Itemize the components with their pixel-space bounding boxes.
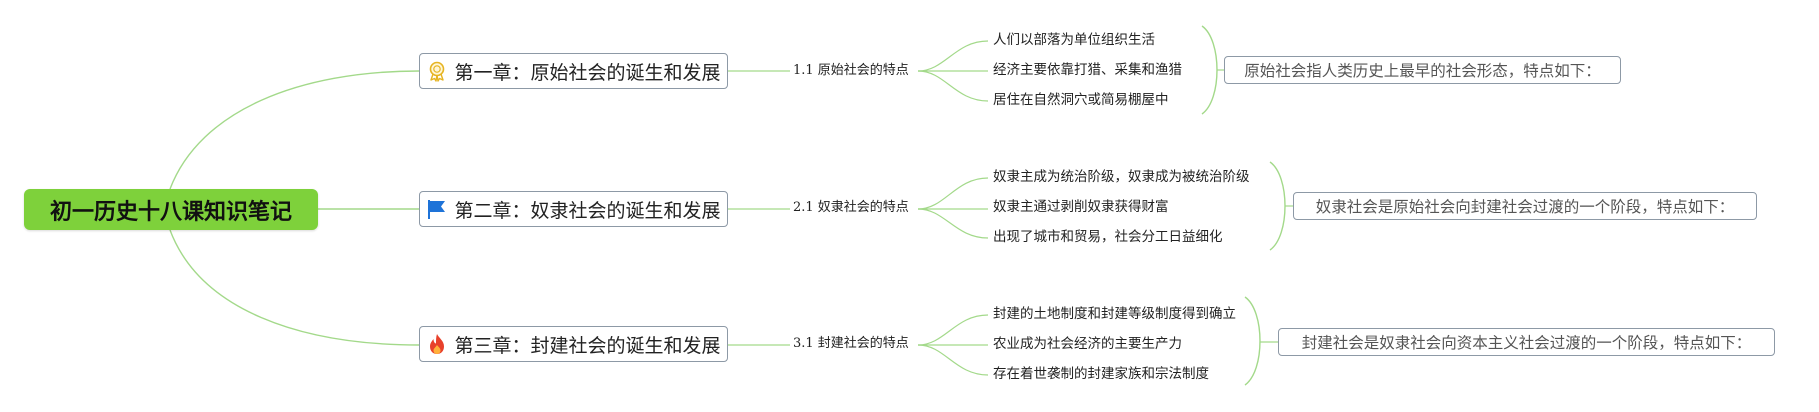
chapter-3-topic[interactable]: 第三章：封建社会的诞生和发展 [419, 326, 728, 362]
link-section-2-point-1 [917, 177, 989, 210]
link-section-1-point-3 [917, 70, 989, 102]
section-3-1[interactable]: 3.1 封建社会的特点 [793, 336, 909, 351]
summary-1-text: 原始社会指人类历史上最早的社会形态，特点如下： [1244, 62, 1601, 80]
section-1-1[interactable]: 1.1 原始社会的特点 [793, 63, 909, 78]
chapter-1-topic[interactable]: 第一章：原始社会的诞生和发展 [419, 53, 728, 89]
root-topic[interactable]: 初一历史十八课知识笔记 [24, 189, 318, 230]
chapter-2-topic[interactable]: 第二章：奴隶社会的诞生和发展 [419, 191, 728, 227]
summary-2[interactable]: 奴隶社会是原始社会向封建社会过渡的一个阶段，特点如下： [1293, 192, 1757, 220]
point-2-3[interactable]: 出现了城市和贸易，社会分工日益细化 [993, 229, 1223, 245]
summary-2-text: 奴隶社会是原始社会向封建社会过渡的一个阶段，特点如下： [1315, 198, 1735, 216]
point-1-2[interactable]: 经济主要依靠打猎、采集和渔猎 [993, 62, 1182, 78]
link-section-2-point-3 [917, 208, 989, 239]
point-1-3[interactable]: 居住在自然洞穴或简易棚屋中 [993, 92, 1169, 108]
chapter-1-label: 第一章：原始社会的诞生和发展 [454, 61, 721, 84]
medal-icon [426, 60, 448, 82]
link-root-chapter-3 [169, 229, 420, 346]
flag-icon [426, 198, 448, 220]
link-section-3-point-1 [917, 314, 989, 346]
chapter-3-label: 第三章：封建社会的诞生和发展 [454, 334, 721, 357]
summary-3[interactable]: 封建社会是奴隶社会向资本主义社会过渡的一个阶段，特点如下： [1278, 328, 1775, 356]
point-2-1[interactable]: 奴隶主成为统治阶级，奴隶成为被统治阶级 [993, 169, 1250, 185]
bracket-1 [1201, 25, 1218, 115]
root-topic-label: 初一历史十八课知识笔记 [49, 199, 292, 225]
section-2-1[interactable]: 2.1 奴隶社会的特点 [793, 200, 909, 215]
chapter-2-label: 第二章：奴隶社会的诞生和发展 [454, 199, 721, 222]
bracket-3 [1244, 296, 1261, 386]
link-section-3-point-3 [917, 344, 989, 376]
fire-icon [426, 333, 448, 355]
point-3-2[interactable]: 农业成为社会经济的主要生产力 [993, 336, 1182, 352]
link-root-chapter-1 [169, 70, 420, 190]
point-1-1[interactable]: 人们以部落为单位组织生活 [993, 32, 1155, 48]
summary-1[interactable]: 原始社会指人类历史上最早的社会形态，特点如下： [1224, 56, 1621, 84]
point-2-2[interactable]: 奴隶主通过剥削奴隶获得财富 [993, 199, 1169, 215]
point-3-3[interactable]: 存在着世袭制的封建家族和宗法制度 [993, 366, 1209, 382]
point-3-1[interactable]: 封建的土地制度和封建等级制度得到确立 [993, 306, 1236, 322]
bracket-2 [1269, 161, 1286, 251]
link-section-1-point-1 [917, 40, 989, 72]
summary-3-text: 封建社会是奴隶社会向资本主义社会过渡的一个阶段，特点如下： [1301, 334, 1752, 352]
